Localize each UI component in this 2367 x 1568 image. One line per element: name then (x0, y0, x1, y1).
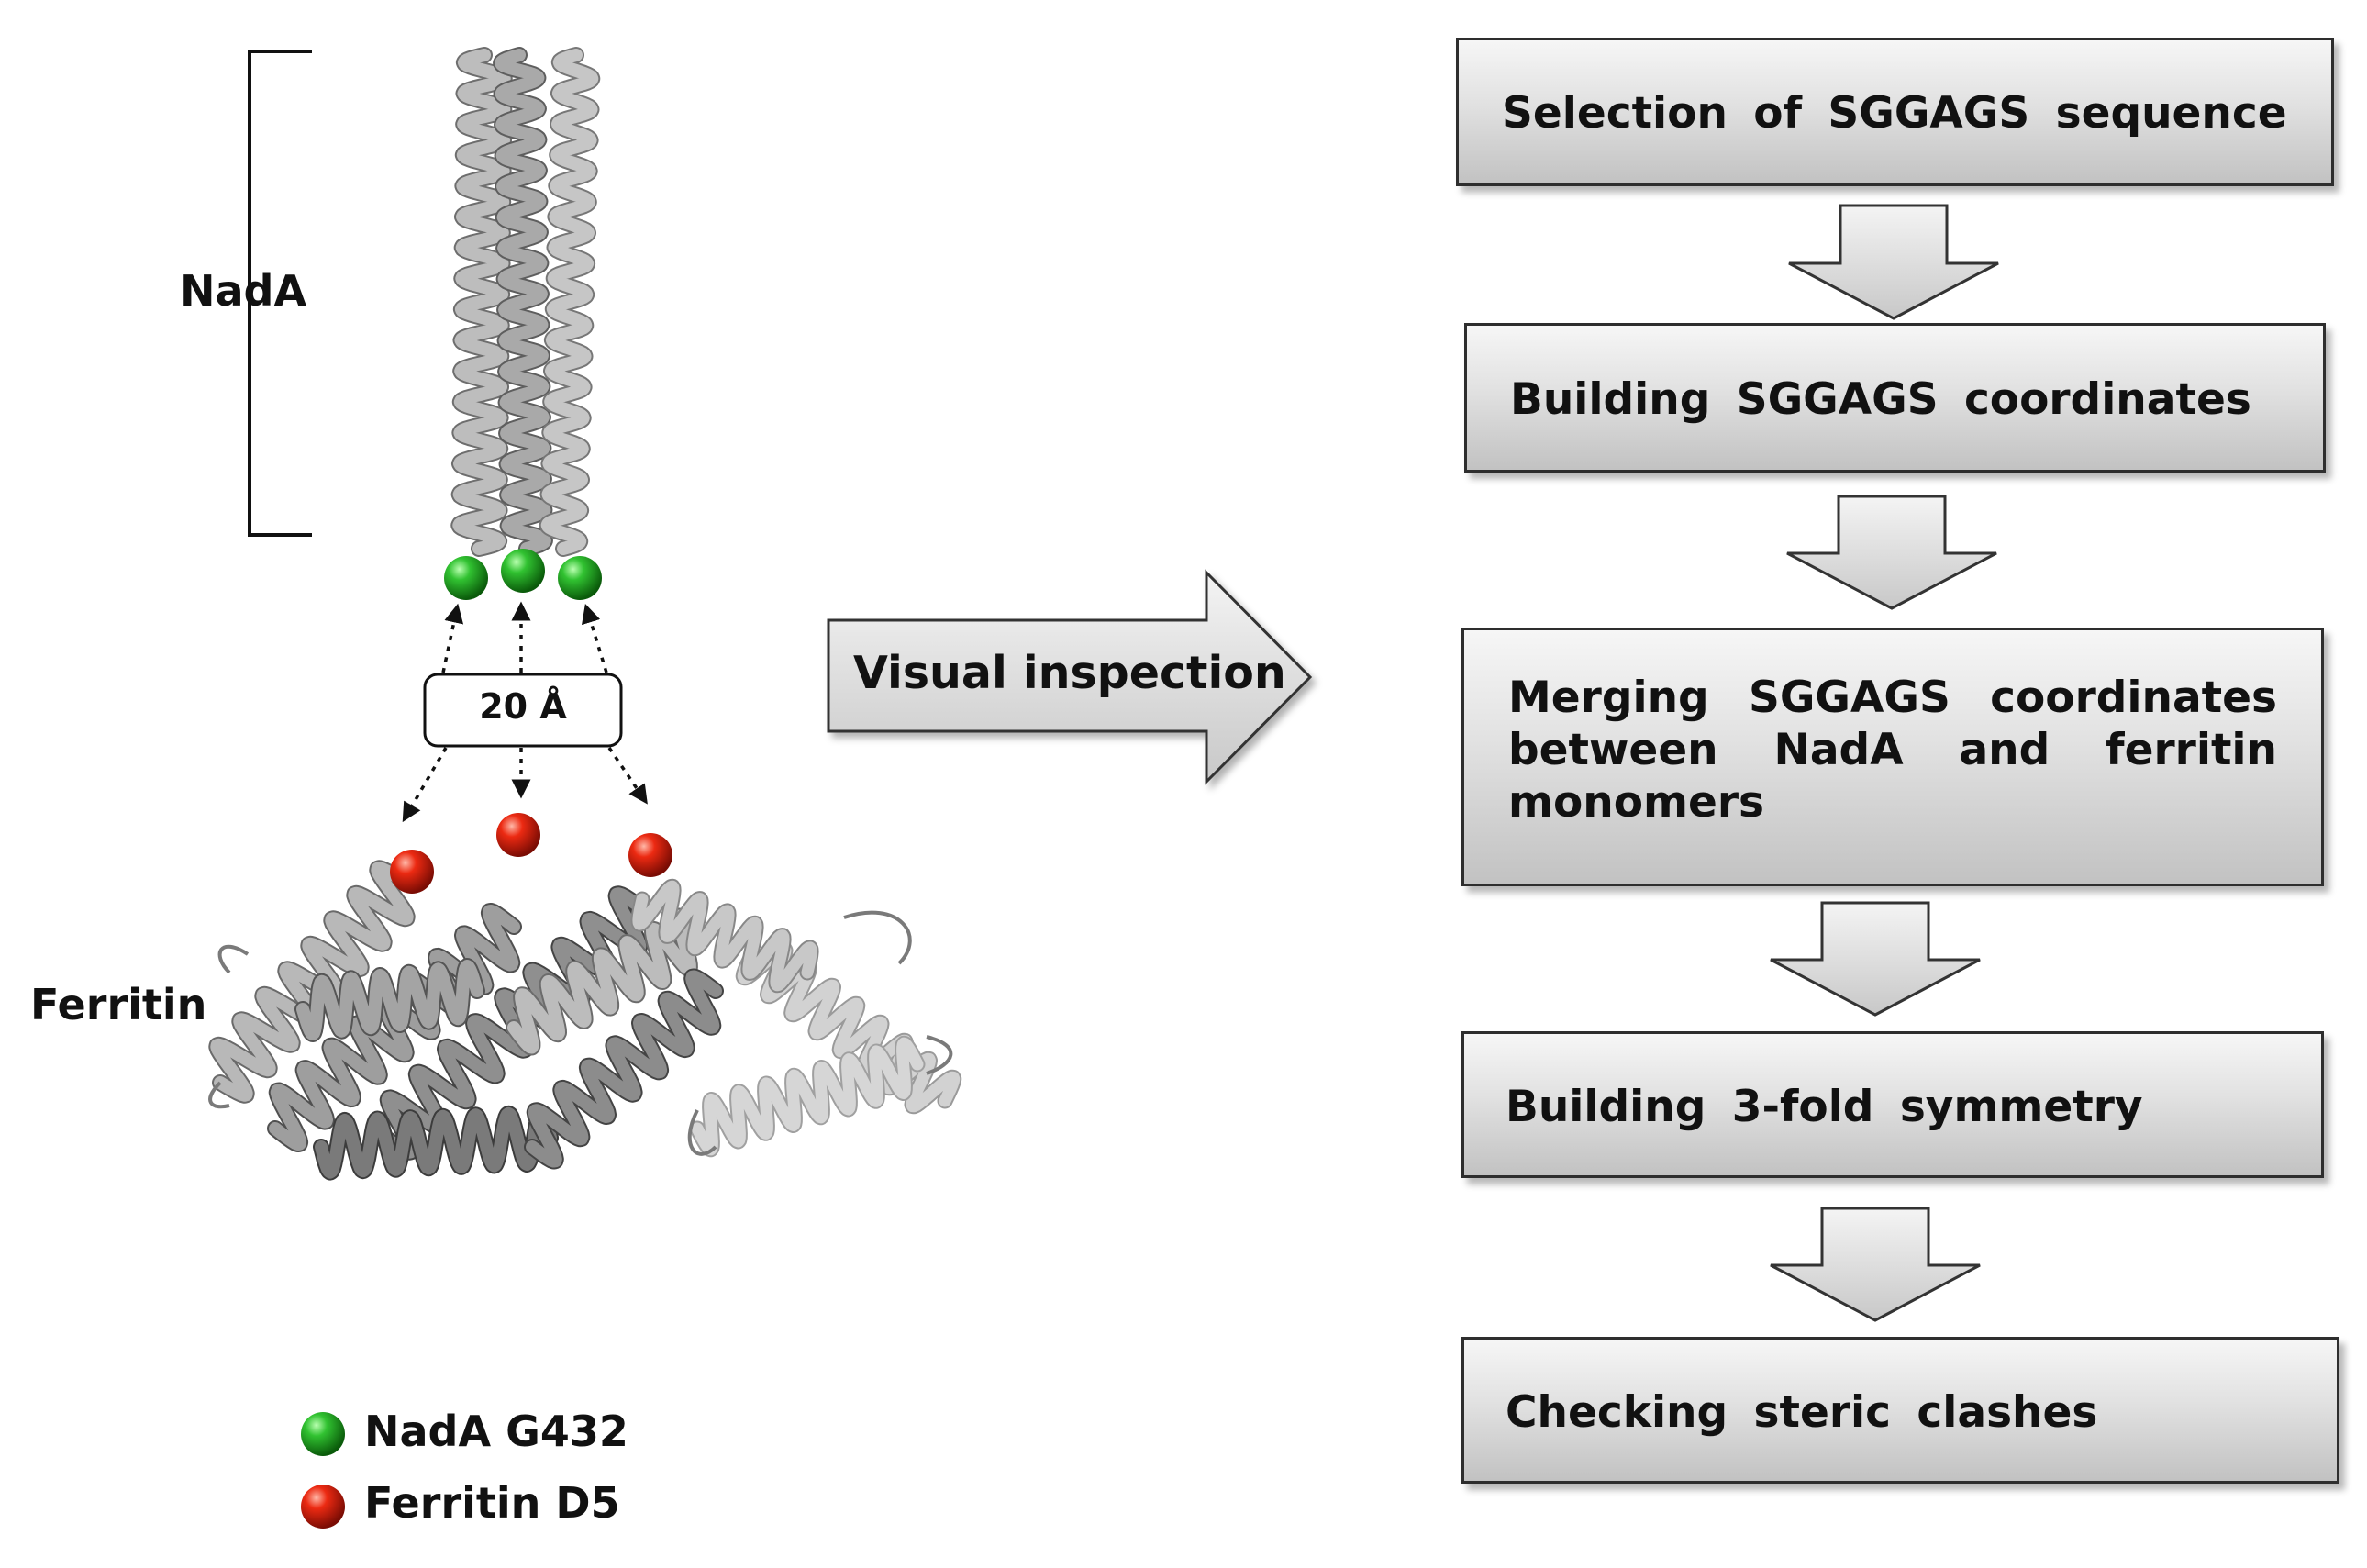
helix-ribbon (526, 970, 722, 1168)
word: monomers (1508, 777, 1765, 828)
word: steric (1753, 1387, 1892, 1438)
helix-ribbon (452, 49, 511, 555)
ferritin-loop (217, 944, 250, 974)
distance-arrows (402, 601, 648, 823)
word: clashes (1917, 1387, 2098, 1438)
legend-red-dot (301, 1485, 345, 1529)
green-marker (444, 556, 488, 600)
merge-line-2: between NadA and ferritin (1508, 725, 2277, 775)
step-building-coordinates-text: Building SGGAGS coordinates (1510, 374, 2251, 425)
nada-bracket (248, 50, 312, 537)
arrow-up-right (582, 603, 608, 673)
visual-inspection-label: Visual inspection (853, 647, 1286, 699)
word: Checking (1506, 1387, 1728, 1438)
ferritin-loop (208, 1081, 230, 1109)
legend-ferritin-label: Ferritin D5 (364, 1478, 620, 1528)
step-symmetry-text: Building 3-fold symmetry (1506, 1082, 2143, 1132)
step-merging: Merging SGGAGS coordinates between NadA … (1461, 628, 2324, 886)
ferritin-structure (208, 860, 962, 1181)
legend-green-dot (301, 1412, 345, 1456)
arrow-down-left (402, 747, 448, 823)
step-steric: Checking steric clashes (1461, 1337, 2339, 1484)
arrow-down-right (607, 747, 648, 805)
ferritin-label: Ferritin (30, 980, 207, 1029)
helix-ribbon (632, 880, 817, 992)
down-arrow-2 (1786, 495, 1997, 610)
red-marker (496, 813, 540, 857)
step-symmetry: Building 3-fold symmetry (1461, 1031, 2324, 1178)
ferritin-d5-markers (390, 813, 672, 894)
word: SGGAGS (1736, 374, 1939, 425)
helix-ribbon (507, 909, 704, 1054)
word: SGGAGS (1828, 88, 2030, 139)
word: NadA (1773, 725, 1904, 775)
step-selection-text: Selection of SGGAGS sequence (1502, 88, 2287, 139)
word: Merging (1508, 673, 1709, 723)
arrow-up-left (441, 603, 464, 673)
word: Building (1510, 374, 1711, 425)
nada-label: NadA (180, 266, 307, 316)
word: SGGAGS (1749, 673, 1950, 723)
word: 3-fold (1731, 1082, 1874, 1132)
helix-ribbon (495, 49, 551, 555)
distance-label-box (423, 673, 623, 748)
ferritin-loop (843, 910, 912, 965)
ferritin-loop (687, 1109, 717, 1156)
nada-helices (450, 47, 601, 557)
helix-ribbon (540, 49, 599, 555)
visual-inspection-arrow (827, 569, 1313, 785)
word: Selection (1502, 88, 1728, 139)
legend-nada-label: NadA G432 (364, 1407, 628, 1456)
helix-ribbon (296, 960, 483, 1040)
word: symmetry (1899, 1082, 2143, 1132)
down-arrow-1 (1788, 204, 1999, 320)
word: ferritin (2106, 725, 2277, 775)
red-marker (628, 833, 672, 877)
green-marker (558, 556, 602, 600)
merge-line-3: monomers (1508, 777, 2277, 828)
word: and (1959, 725, 2050, 775)
word: between (1508, 725, 1718, 775)
helix-ribbon (737, 942, 961, 1113)
green-marker (501, 549, 545, 593)
word: sequence (2055, 88, 2287, 139)
helix-ribbon (315, 1106, 557, 1179)
merge-line-1: Merging SGGAGS coordinates (1508, 673, 2277, 723)
word: coordinates (1963, 374, 2251, 425)
helix-ribbon (210, 862, 414, 1102)
nada-g432-markers (444, 549, 602, 600)
step-selection: Selection of SGGAGS sequence (1456, 38, 2334, 186)
step-steric-text: Checking steric clashes (1506, 1387, 2097, 1438)
word: Building (1506, 1082, 1706, 1132)
down-arrow-4 (1770, 1207, 1981, 1322)
word: of (1753, 88, 1803, 139)
step-building-coordinates: Building SGGAGS coordinates (1464, 323, 2326, 473)
distance-label: 20 Å (479, 686, 567, 727)
helix-ribbon (691, 1037, 924, 1156)
word: coordinates (1990, 673, 2277, 723)
red-marker (390, 850, 434, 894)
workflow-down-arrows (1770, 204, 1999, 1322)
down-arrow-3 (1770, 901, 1981, 1017)
ferritin-loop (926, 1035, 953, 1075)
